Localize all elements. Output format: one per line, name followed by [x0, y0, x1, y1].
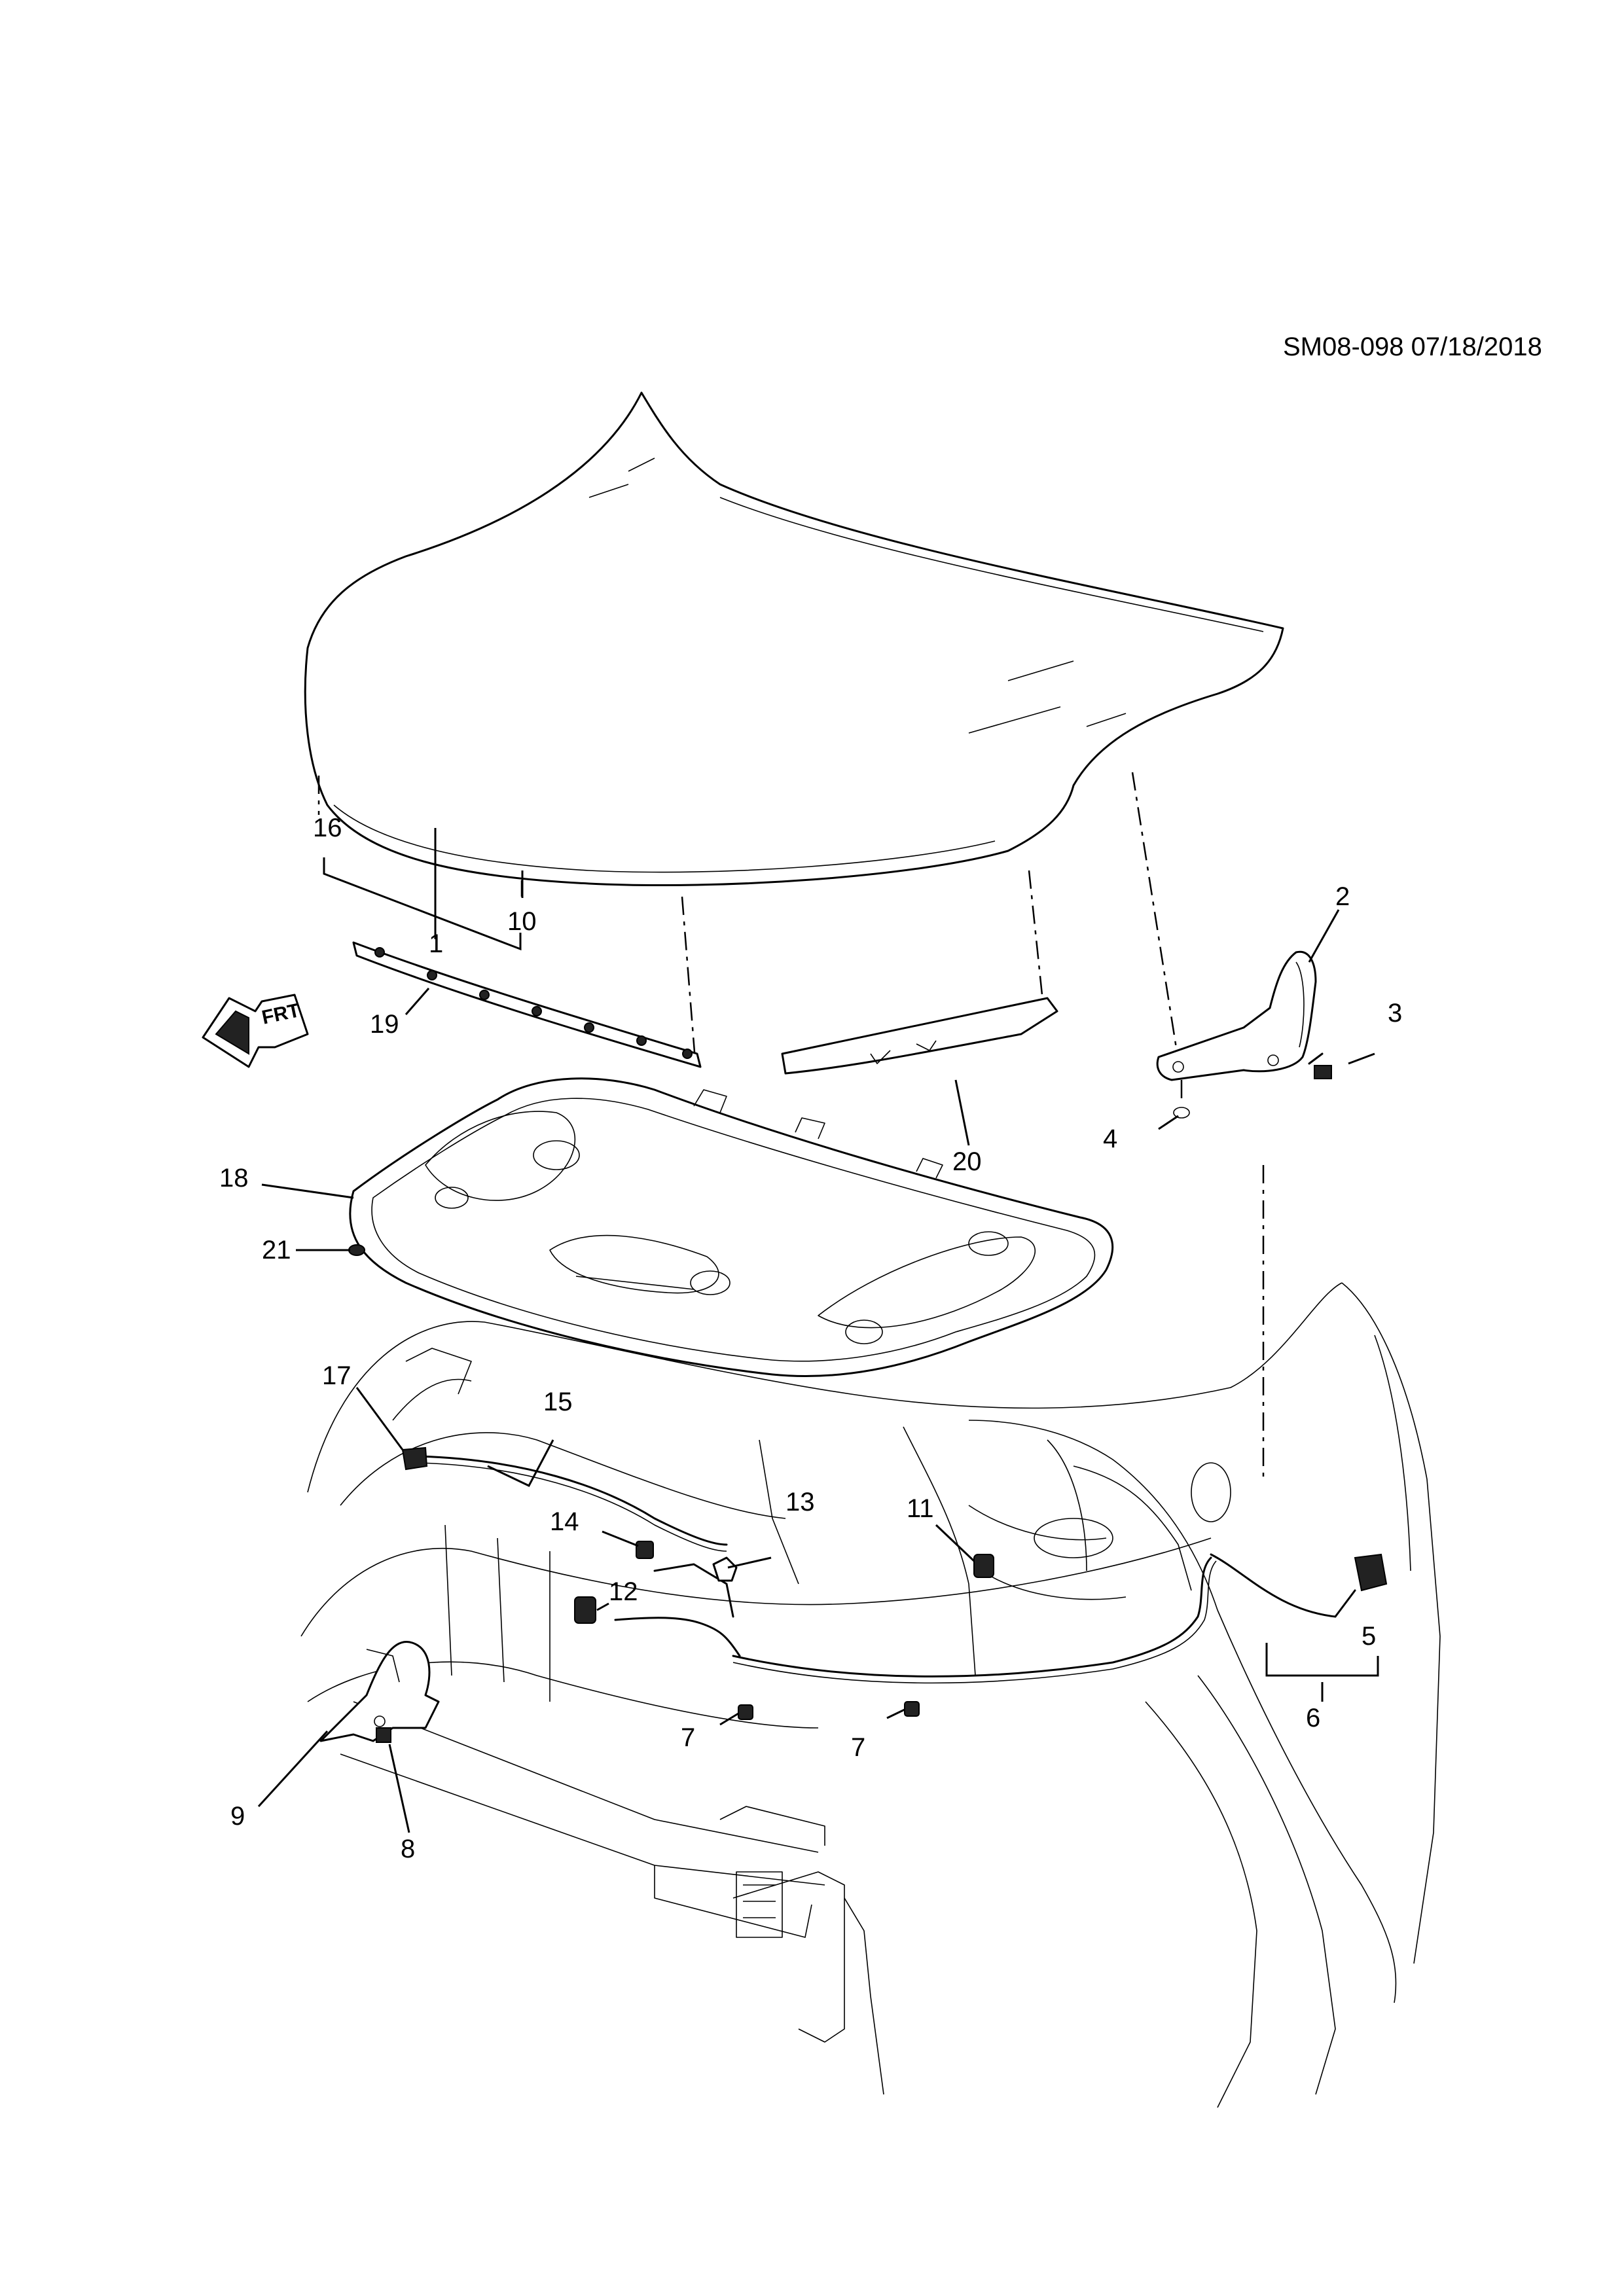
front-direction-arrow [202, 994, 309, 1068]
callout-4: 4 [1103, 1124, 1118, 1153]
callout-7a: 7 [681, 1723, 696, 1752]
callout-13: 13 [785, 1488, 815, 1516]
callout-17: 17 [322, 1361, 352, 1390]
hinge-nut [1173, 1107, 1190, 1119]
hinge-bolt [1308, 1052, 1332, 1079]
callout-6: 6 [1306, 1704, 1321, 1732]
callout-1: 1 [429, 929, 444, 958]
retainers-7 [738, 1701, 920, 1720]
rear-seal [781, 997, 1058, 1075]
front-structure [300, 1282, 1441, 2108]
release-cables [418, 1455, 1337, 1684]
callout-21: 21 [262, 1236, 291, 1265]
callout-20: 20 [952, 1147, 982, 1176]
hood-latch [319, 1641, 440, 1742]
callout-14: 14 [550, 1507, 579, 1536]
callout-10: 10 [507, 907, 537, 936]
callout-2: 2 [1335, 882, 1350, 911]
alignment-lines [317, 772, 1265, 1479]
callout-18: 18 [219, 1164, 249, 1193]
callout-12: 12 [609, 1577, 638, 1606]
latch-bolt [376, 1727, 391, 1743]
callout-19: 19 [370, 1010, 399, 1039]
release-handle [1334, 1553, 1388, 1618]
callout-11: 11 [907, 1494, 934, 1523]
callout-3: 3 [1388, 999, 1403, 1028]
bumper-11 [973, 1554, 994, 1578]
reference-code: SM08-098 07/18/2018 [1283, 332, 1542, 361]
callout-8: 8 [401, 1835, 416, 1863]
bumper-12 [574, 1596, 596, 1624]
leader-lines [257, 828, 1379, 1833]
callout-15: 15 [543, 1388, 573, 1416]
clip-14 [636, 1541, 654, 1559]
clip-17 [401, 1446, 428, 1471]
hood-hinge [1156, 950, 1317, 1081]
retainer-21 [348, 1244, 365, 1256]
callout-5: 5 [1362, 1622, 1377, 1651]
front-weatherstrip [352, 941, 702, 1068]
callout-7b: 7 [851, 1733, 866, 1762]
hood-insulator [349, 1077, 1114, 1378]
hood-panel [304, 391, 1284, 887]
callout-16: 16 [313, 814, 342, 842]
clip-13 [712, 1556, 738, 1582]
callout-9: 9 [230, 1802, 245, 1831]
